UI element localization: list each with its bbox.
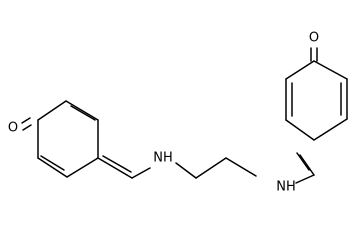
bond <box>22 124 32 131</box>
amine-label-right: NH <box>276 180 296 195</box>
bond <box>285 60 315 80</box>
bond <box>313 118 348 141</box>
bond <box>40 155 65 171</box>
bond <box>225 157 257 177</box>
structure-diagram: O NH NH O <box>8 31 348 195</box>
bond <box>66 157 99 178</box>
oxygen-label-right: O <box>309 31 319 46</box>
bond <box>21 117 31 124</box>
bond <box>299 154 315 176</box>
amine-label-left: NH <box>153 151 173 166</box>
bond <box>175 162 197 179</box>
bond <box>296 152 310 171</box>
bond <box>285 119 315 141</box>
bond <box>37 157 68 178</box>
bond <box>65 100 99 121</box>
bond <box>313 60 348 80</box>
bond <box>37 100 67 121</box>
bond <box>70 105 96 121</box>
bond <box>131 167 151 179</box>
left-ring <box>21 100 99 178</box>
oxygen-label-left: O <box>8 121 18 136</box>
bond <box>295 174 315 184</box>
molecule-drawing: O NH NH O <box>8 31 348 195</box>
bond <box>97 157 133 179</box>
bond <box>195 157 227 179</box>
linker-chain <box>97 152 315 184</box>
right-ring <box>285 47 348 141</box>
bond <box>102 155 132 173</box>
